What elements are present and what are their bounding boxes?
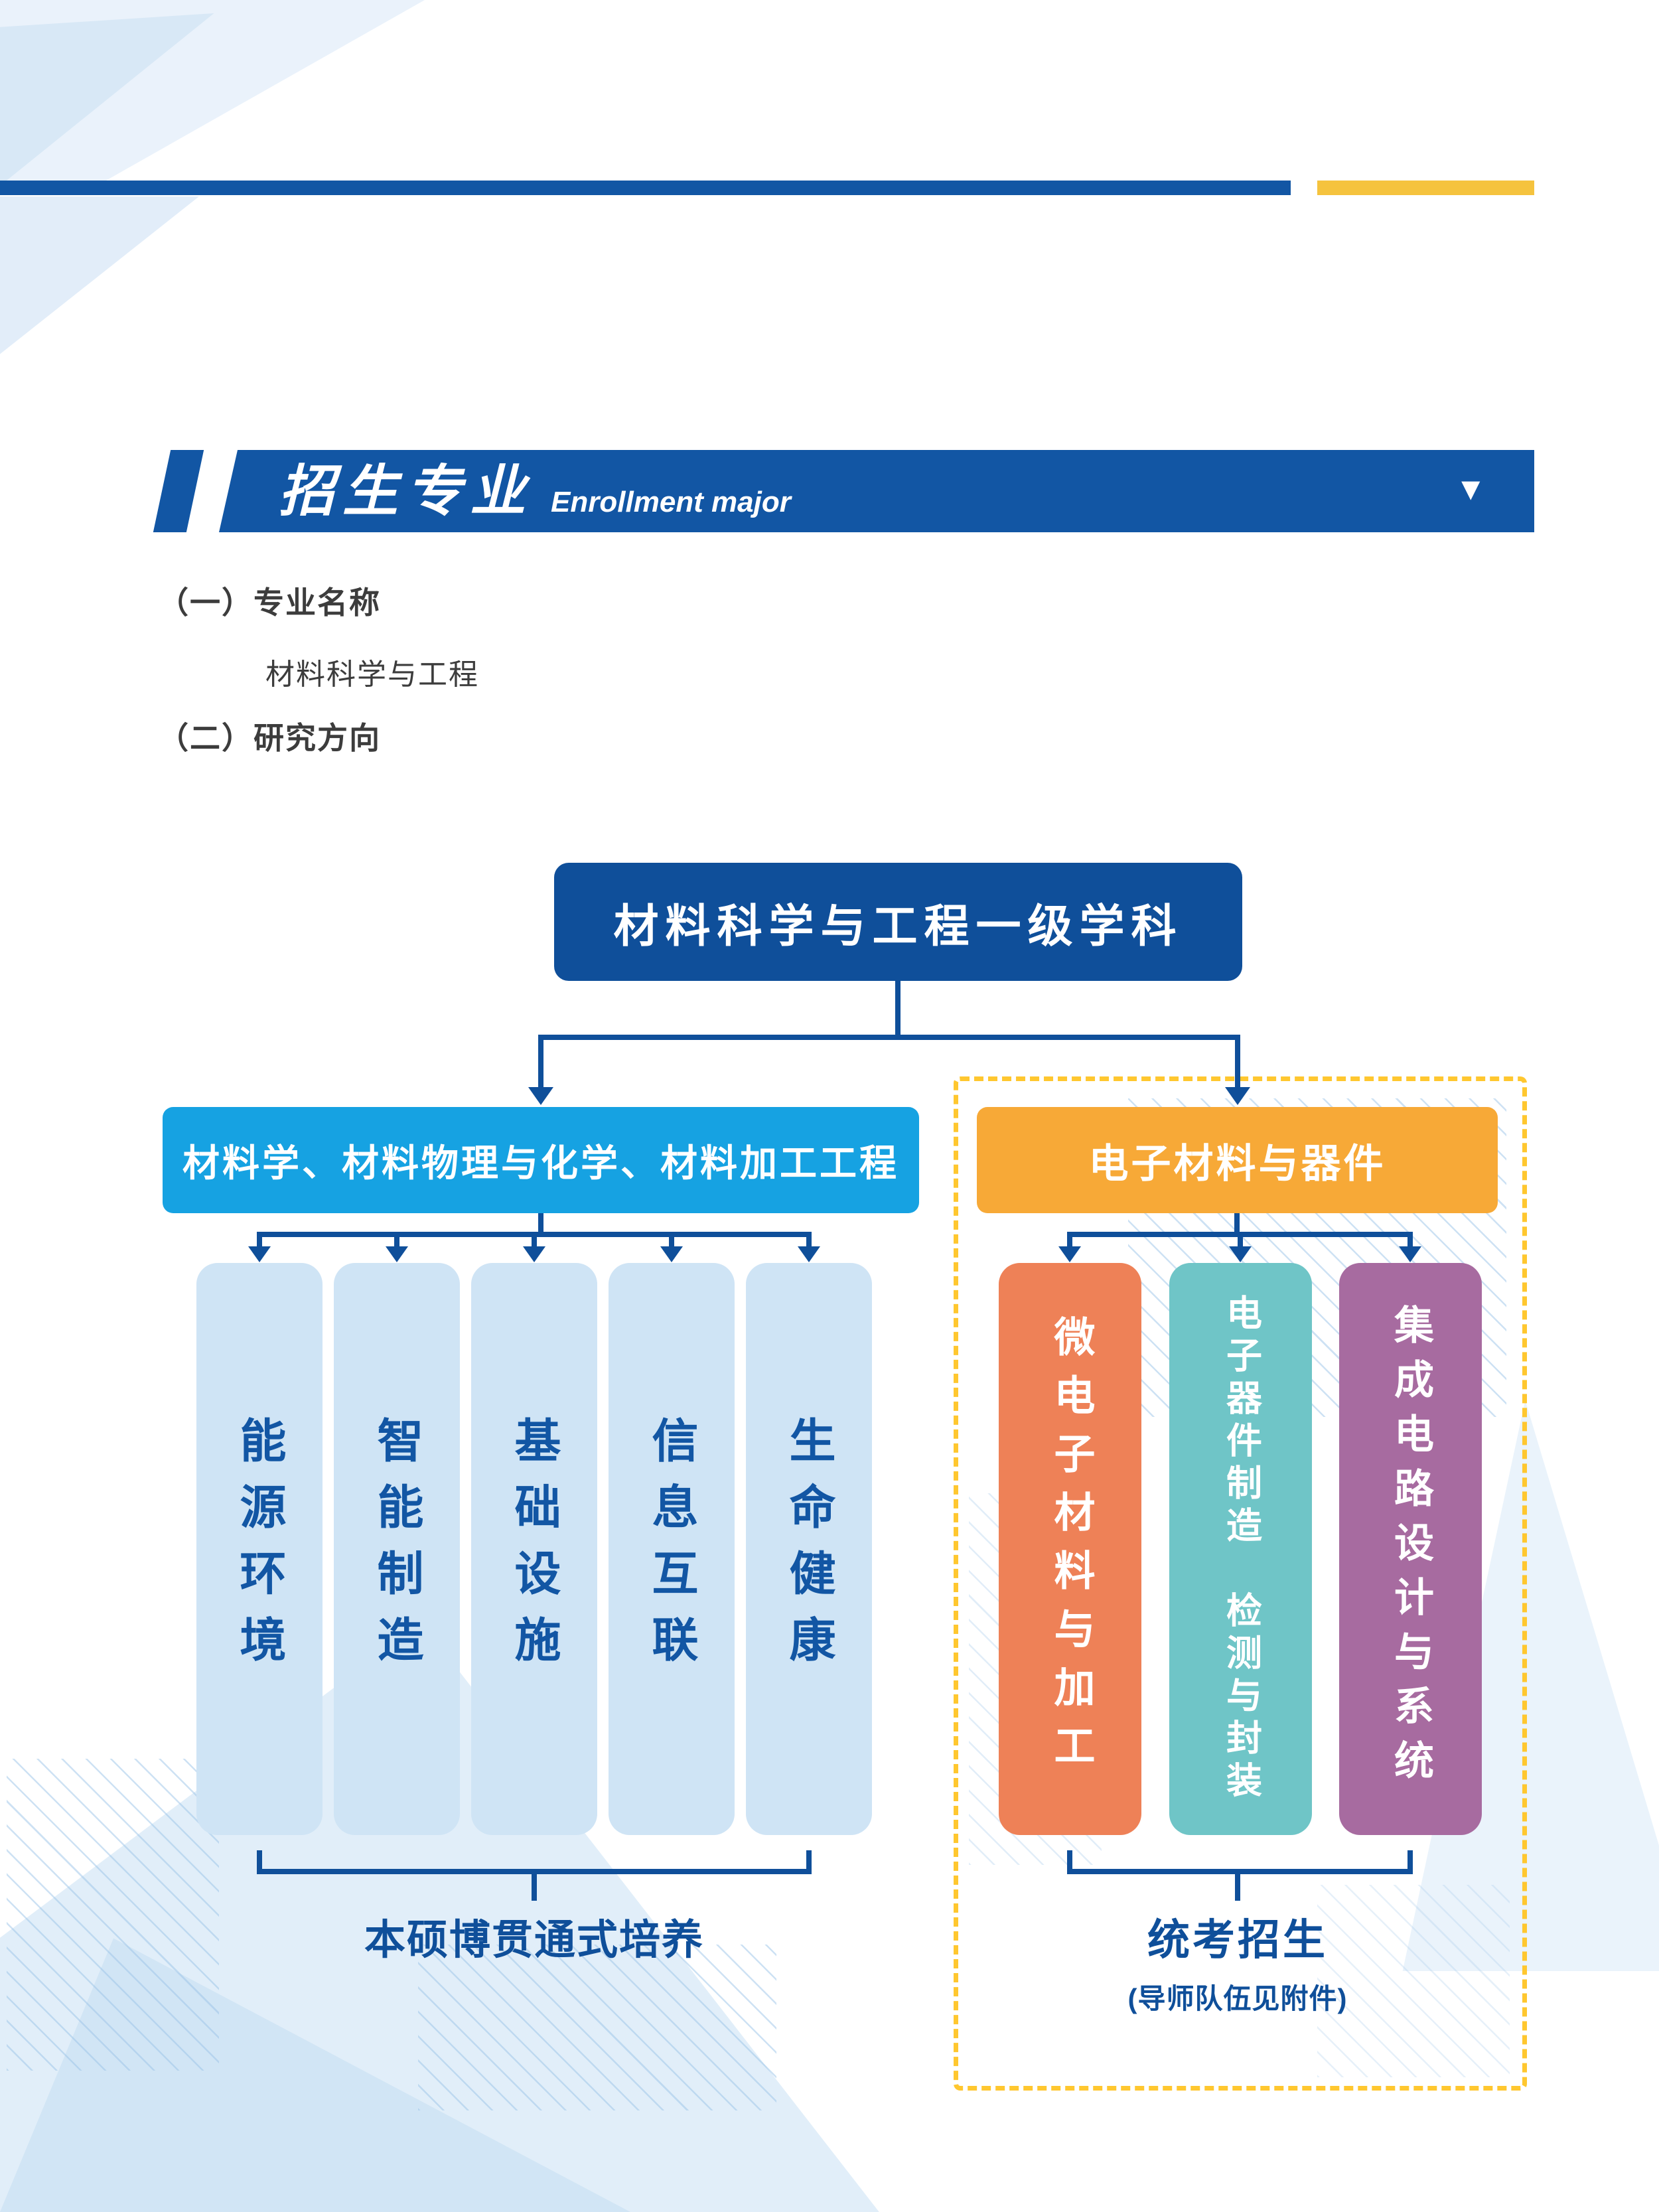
- pillar-device-manufacturing-testing: 电子器件制造 检测与封装: [1169, 1263, 1312, 1835]
- connector-arrow: [528, 1087, 553, 1105]
- connector-arrow: [1229, 1246, 1252, 1262]
- diagonal-hatch-decoration: [1317, 1885, 1510, 2077]
- corner-triangle-decoration: [0, 196, 199, 354]
- section-banner-stripe: [153, 450, 204, 532]
- connector-line: [538, 1213, 543, 1237]
- pillar-label: 微电子材料与加工: [1047, 1315, 1094, 1783]
- pillar-ic-design-systems: 集成电路设计与系统: [1339, 1263, 1482, 1835]
- pillar-life-health: 生命健康: [746, 1263, 872, 1835]
- connector-arrow: [523, 1246, 545, 1262]
- pillar-label: 电子器件制造 检测与封装: [1220, 1294, 1261, 1804]
- connector-arrow: [1399, 1246, 1421, 1262]
- pillar-label: 信息互联: [646, 1416, 697, 1682]
- left-branch-node: 材料学、材料物理与化学、材料加工工程: [163, 1107, 919, 1213]
- item-1-label: （一）专业名称: [158, 585, 381, 620]
- top-divider-yellow: [1317, 181, 1534, 195]
- connector-arrow: [248, 1246, 271, 1262]
- pillar-energy-environment: 能源环境: [196, 1263, 323, 1835]
- top-divider-blue: [0, 181, 1291, 195]
- bracket-line: [257, 1850, 262, 1874]
- section-title: 招生专业: [279, 460, 534, 522]
- connector-line: [538, 1035, 543, 1088]
- pillar-intelligent-manufacturing: 智能制造: [334, 1263, 460, 1835]
- pillar-infrastructure: 基础设施: [471, 1263, 597, 1835]
- diagonal-hatch-decoration: [418, 1945, 776, 2110]
- connector-line: [532, 1232, 537, 1248]
- section-banner: 招生专业 Enrollment major ▼: [219, 450, 1534, 532]
- connector-line: [669, 1232, 674, 1248]
- connector-line: [538, 1035, 1240, 1040]
- diagram-root-node: 材料科学与工程一级学科: [554, 863, 1242, 981]
- item-2-label: （二）研究方向: [158, 721, 381, 755]
- diagonal-hatch-decoration: [7, 1759, 219, 2071]
- right-footer-label: 统考招生: [1147, 1916, 1328, 1964]
- pillar-information-interconnection: 信息互联: [609, 1263, 735, 1835]
- pillar-label: 基础设施: [508, 1416, 560, 1682]
- left-branch-label: 材料学、材料物理与化学、材料加工工程: [182, 1142, 899, 1184]
- pillar-label: 集成电路设计与系统: [1388, 1304, 1433, 1794]
- connector-arrow: [660, 1246, 683, 1262]
- chevron-down-icon: ▼: [1455, 472, 1486, 508]
- bracket-line: [532, 1869, 537, 1901]
- diagram-root-label: 材料科学与工程一级学科: [613, 901, 1183, 952]
- bracket-line: [806, 1850, 812, 1874]
- bracket-line: [1067, 1850, 1072, 1874]
- right-branch-node: 电子材料与器件: [977, 1107, 1498, 1213]
- connector-arrow: [798, 1246, 820, 1262]
- connector-line: [806, 1232, 812, 1248]
- pillar-label: 能源环境: [234, 1416, 285, 1682]
- connector-line: [1067, 1232, 1072, 1248]
- connector-line: [1235, 1035, 1240, 1088]
- right-footer-note: (导师队伍见附件): [1127, 1983, 1348, 2014]
- connector-arrow: [1225, 1087, 1250, 1105]
- connector-arrow: [386, 1246, 408, 1262]
- dashed-outline-box: [954, 1076, 1527, 2091]
- bracket-line: [1235, 1869, 1240, 1901]
- item-1-value: 材料科学与工程: [265, 658, 479, 691]
- right-branch-label: 电子材料与器件: [1088, 1141, 1386, 1186]
- connector-line: [394, 1232, 399, 1248]
- connector-line: [1234, 1213, 1240, 1237]
- connector-line: [1238, 1232, 1243, 1248]
- pillar-microelectronic-materials: 微电子材料与加工: [999, 1263, 1141, 1835]
- pillar-label: 生命健康: [783, 1416, 835, 1682]
- pillar-label: 智能制造: [371, 1416, 423, 1682]
- left-footer-label: 本硕博贯通式培养: [364, 1917, 704, 1963]
- connector-line: [895, 980, 901, 1040]
- section-subtitle: Enrollment major: [551, 486, 791, 518]
- connector-line: [257, 1232, 262, 1248]
- bracket-line: [1407, 1850, 1413, 1874]
- connector-arrow: [1058, 1246, 1081, 1262]
- connector-line: [1407, 1232, 1413, 1248]
